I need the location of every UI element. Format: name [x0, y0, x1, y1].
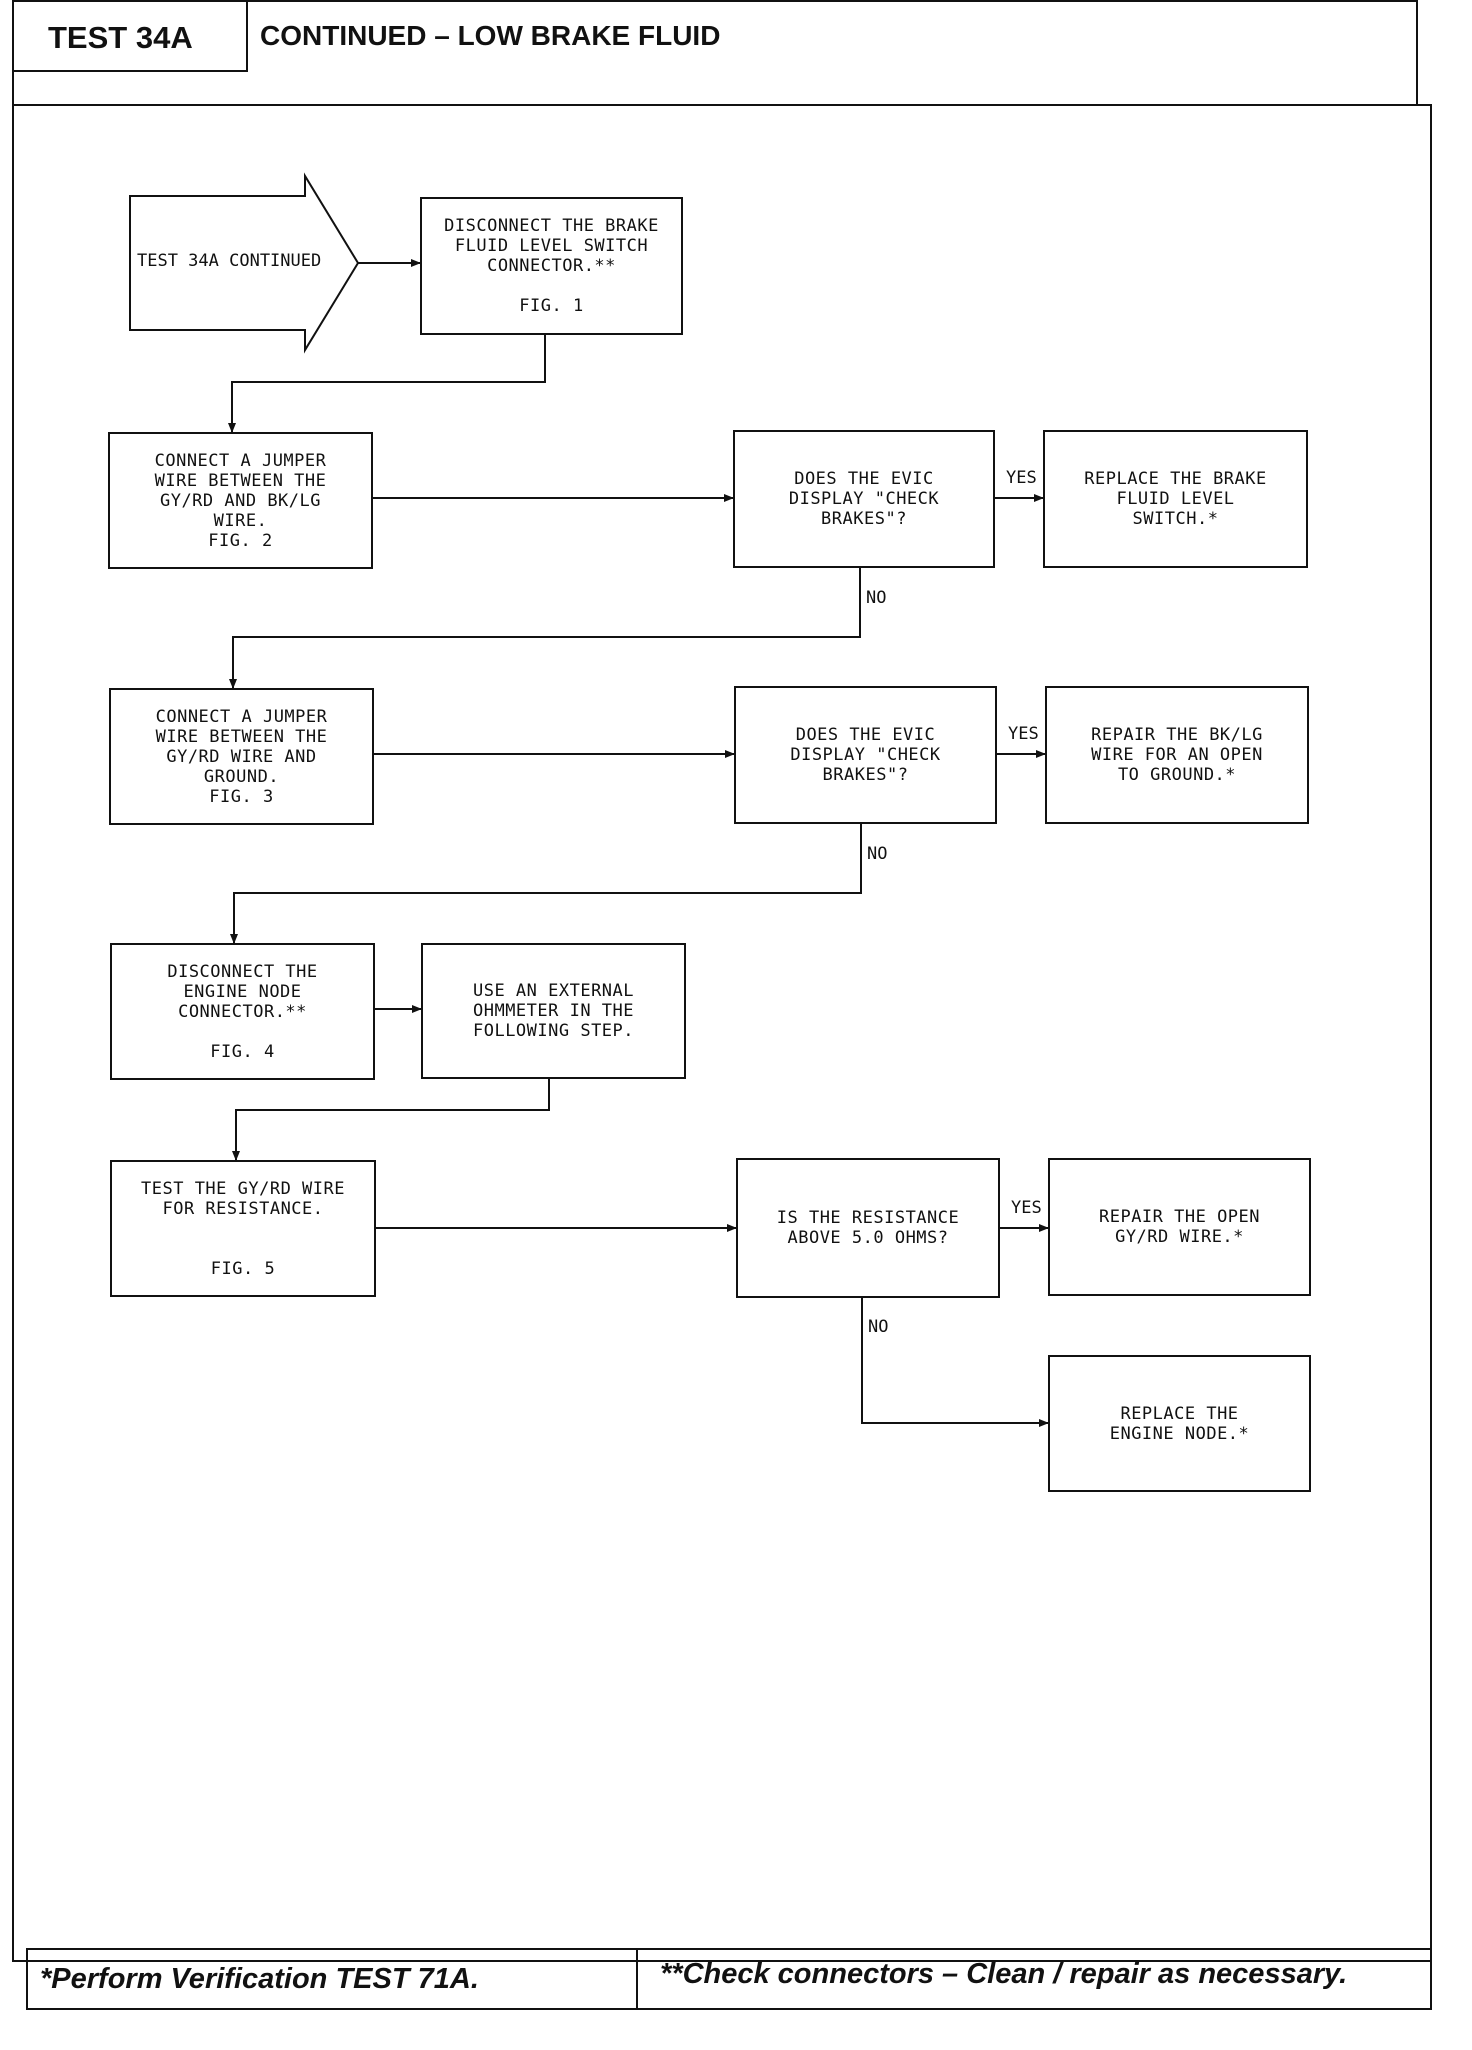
test-resistance-box: TEST THE GY/RD WIRE FOR RESISTANCE. FIG.… [110, 1160, 376, 1297]
start-arrow-shape [129, 172, 360, 354]
yes-label-1: YES [1006, 468, 1037, 488]
page-title: CONTINUED – LOW BRAKE FLUID [260, 20, 721, 51]
disconnect-switch-text: DISCONNECT THE BRAKE FLUID LEVEL SWITCH … [444, 216, 659, 316]
footer-connector-note: **Check connectors – Clean / repair as n… [660, 1958, 1348, 1990]
repair-bklg-box: REPAIR THE BK/LG WIRE FOR AN OPEN TO GRO… [1045, 686, 1309, 824]
jumper-gyrd-bklg-box: CONNECT A JUMPER WIRE BETWEEN THE GY/RD … [108, 432, 373, 569]
use-ohmmeter-box: USE AN EXTERNAL OHMMETER IN THE FOLLOWIN… [421, 943, 686, 1079]
no-label-1: NO [866, 588, 887, 608]
evic-check-2-text: DOES THE EVIC DISPLAY "CHECK BRAKES"? [790, 725, 941, 785]
jumper-gyrd-bklg-text: CONNECT A JUMPER WIRE BETWEEN THE GY/RD … [154, 450, 327, 551]
jumper-gyrd-ground-text: CONNECT A JUMPER WIRE BETWEEN THE GY/RD … [155, 706, 328, 807]
evic-check-1-text: DOES THE EVIC DISPLAY "CHECK BRAKES"? [788, 469, 940, 529]
yes-label-2: YES [1008, 724, 1039, 744]
resistance-question-text: IS THE RESISTANCE ABOVE 5.0 OHMS? [776, 1208, 960, 1248]
evic-check-2-box: DOES THE EVIC DISPLAY "CHECK BRAKES"? [734, 686, 997, 824]
replace-node-box: REPLACE THE ENGINE NODE.* [1048, 1355, 1311, 1492]
repair-bklg-text: REPAIR THE BK/LG WIRE FOR AN OPEN TO GRO… [1091, 725, 1263, 785]
no-label-2: NO [867, 844, 888, 864]
jumper-gyrd-ground-box: CONNECT A JUMPER WIRE BETWEEN THE GY/RD … [109, 688, 374, 825]
disconnect-node-box: DISCONNECT THE ENGINE NODE CONNECTOR.** … [110, 943, 375, 1080]
no-label-3: NO [868, 1317, 889, 1337]
diagram-frame [12, 104, 1432, 1962]
footer-verification-note: *Perform Verification TEST 71A. [40, 1963, 479, 1995]
evic-check-1-box: DOES THE EVIC DISPLAY "CHECK BRAKES"? [733, 430, 995, 568]
footer-frame [26, 1948, 1432, 2010]
resistance-question-box: IS THE RESISTANCE ABOVE 5.0 OHMS? [736, 1158, 1000, 1298]
start-node: TEST 34A CONTINUED [137, 251, 322, 271]
footer-divider [636, 1950, 638, 2008]
use-ohmmeter-text: USE AN EXTERNAL OHMMETER IN THE FOLLOWIN… [472, 981, 635, 1041]
yes-label-3: YES [1011, 1198, 1042, 1218]
repair-gyrd-box: REPAIR THE OPEN GY/RD WIRE.* [1048, 1158, 1311, 1296]
repair-gyrd-text: REPAIR THE OPEN GY/RD WIRE.* [1098, 1207, 1261, 1247]
replace-node-text: REPLACE THE ENGINE NODE.* [1109, 1403, 1250, 1444]
test-id: TEST 34A [48, 20, 193, 55]
replace-switch-box: REPLACE THE BRAKE FLUID LEVEL SWITCH.* [1043, 430, 1308, 568]
replace-switch-text: REPLACE THE BRAKE FLUID LEVEL SWITCH.* [1084, 469, 1267, 529]
test-id-box [12, 0, 248, 72]
test-resistance-text: TEST THE GY/RD WIRE FOR RESISTANCE. FIG.… [141, 1178, 345, 1279]
disconnect-switch-box: DISCONNECT THE BRAKE FLUID LEVEL SWITCH … [420, 197, 683, 335]
disconnect-node-text: DISCONNECT THE ENGINE NODE CONNECTOR.** … [167, 961, 318, 1062]
